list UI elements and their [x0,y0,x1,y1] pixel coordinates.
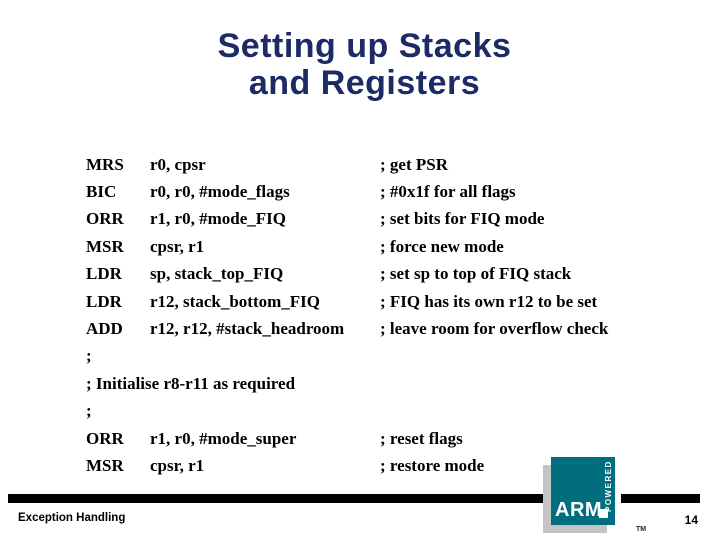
title-line-1: Setting up Stacks [217,27,512,65]
code-row: LDR r12, stack_bottom_FIQ ; FIQ has its ow… [86,288,711,315]
code-row: MSR cpsr, r1 ; force new mode [86,233,711,260]
code-comment: ; restore mode [380,455,485,475]
code-instruction: MRS [86,154,124,174]
arm-logo-text: ARM [555,499,603,521]
code-instruction: ORR [86,209,124,229]
footer-rule-right [621,494,700,503]
code-row: ; [86,398,711,425]
code-comment: ; leave room for overflow check [380,319,609,339]
footer-rule-left [8,494,543,503]
code-operands: cpsr, r1 [150,236,205,256]
code-operands: r1, r0, #mode_super [150,428,297,448]
code-row: ORR r1, r0, #mode_FIQ ; set bits for FIQ m… [86,206,711,233]
title-line-2: and Registers [248,64,481,102]
code-row: ; [86,343,711,370]
code-instruction: MSR [86,236,124,256]
trademark-symbol: TM [636,526,647,533]
page-number: 14 [684,513,698,527]
code-row: LDR sp, stack_top_FIQ ; set sp to top of F… [86,261,711,288]
code-comment: ; set sp to top of FIQ stack [380,264,572,284]
code-listing: MRS r0, cpsr ; get PSR BIC r0, r0, #mode_fla… [86,151,711,480]
code-instruction: LDR [86,291,122,311]
footer-title: Exception Handling [18,512,126,524]
code-operands: cpsr, r1 [150,455,205,475]
arm-powered-logo: ARM POWERED [551,457,615,525]
slide-title: Setting up Stacks and Registers [4,28,721,102]
code-instruction: BIC [86,182,117,202]
code-row: BIC r0, r0, #mode_flags ; #0x1f for all fl… [86,178,711,205]
code-operands: r0, cpsr [150,154,206,174]
code-operands: r0, r0, #mode_flags [150,182,290,202]
code-comment: ; FIQ has its own r12 to be set [380,291,598,311]
code-operands: r12, stack_bottom_FIQ [150,291,320,311]
code-operands: sp, stack_top_FIQ [150,264,284,284]
code-comment: ; get PSR [380,154,448,174]
code-instruction: ORR [86,428,124,448]
code-row: MRS r0, cpsr ; get PSR [86,151,711,178]
code-instruction: ; [86,401,92,421]
code-instruction: ; Initialise r8-r11 as required [86,373,296,393]
arm-logo-square-icon [599,509,608,518]
code-comment: ; set bits for FIQ mode [380,209,545,229]
code-instruction: ADD [86,319,123,339]
arm-powered-label: POWERED [604,460,613,512]
code-operands: r1, r0, #mode_FIQ [150,209,286,229]
code-instruction: LDR [86,264,122,284]
code-comment: ; reset flags [380,428,463,448]
code-operands: r12, r12, #stack_headroom [150,319,345,339]
code-row: ADD r12, r12, #stack_headroom ; leave room… [86,315,711,342]
code-instruction: ; [86,346,92,366]
code-row: MSR cpsr, r1 ; restore mode [86,452,711,479]
code-comment: ; #0x1f for all flags [380,182,516,202]
code-instruction: MSR [86,455,124,475]
code-comment: ; force new mode [380,236,504,256]
code-row: ORR r1, r0, #mode_super ; reset flags [86,425,711,452]
code-row: ; Initialise r8-r11 as required [86,370,711,397]
